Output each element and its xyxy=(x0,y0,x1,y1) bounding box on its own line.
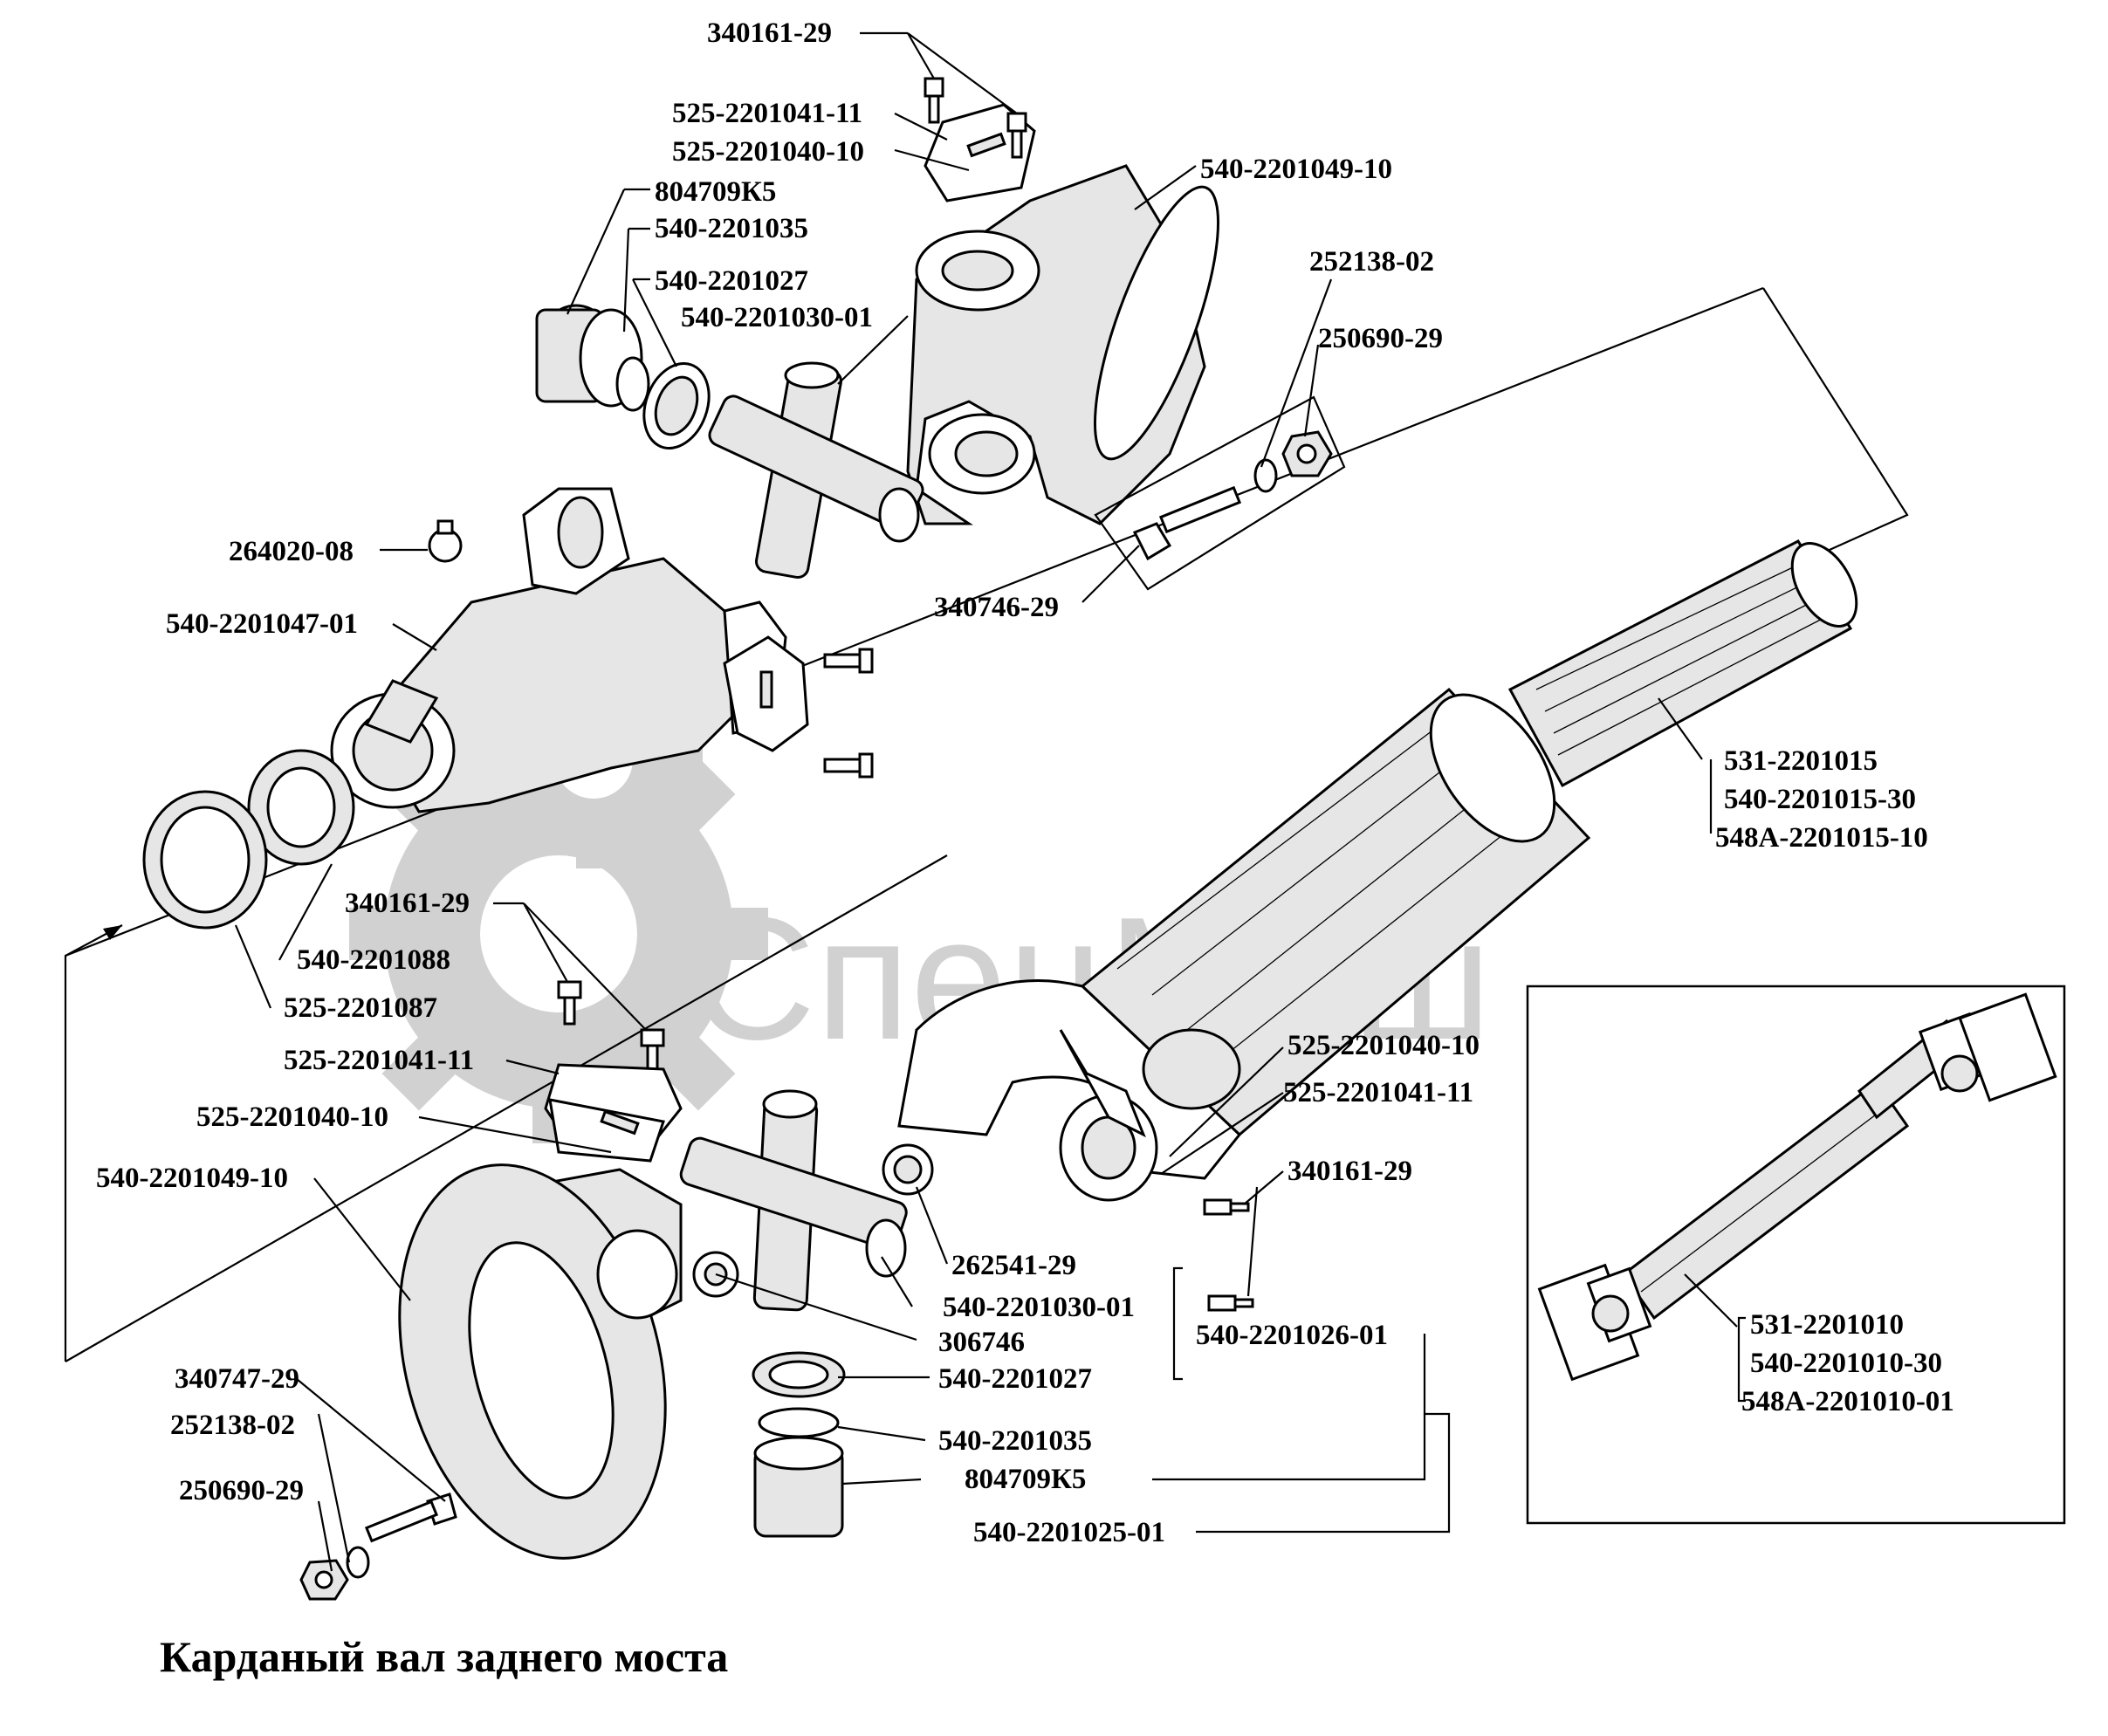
washer-icon xyxy=(1253,458,1278,493)
label-340747-29: 340747-29 xyxy=(175,1363,299,1395)
lower-fasteners xyxy=(299,1492,457,1601)
label-525-2201040-10-top: 525-2201040-10 xyxy=(672,136,864,168)
label-525-2201087: 525-2201087 xyxy=(284,992,437,1024)
labels-upper: 340161-29 525-2201041-11 525-2201040-10 … xyxy=(166,17,1443,640)
slip-yoke-cap xyxy=(723,635,874,779)
label-525-2201040-10-right: 525-2201040-10 xyxy=(1287,1030,1480,1061)
label-548A-2201015-10: 548А-2201015-10 xyxy=(1715,822,1928,854)
label-525-2201041-11-right: 525-2201041-11 xyxy=(1283,1077,1473,1108)
label-262541-29: 262541-29 xyxy=(951,1250,1076,1281)
label-250690-29-top: 250690-29 xyxy=(1318,323,1443,354)
label-340746-29: 340746-29 xyxy=(934,592,1059,623)
shaft-yoke xyxy=(897,979,1242,1202)
label-250690-29-lower: 250690-29 xyxy=(179,1475,304,1506)
label-804709K5-lower: 804709К5 xyxy=(965,1464,1086,1495)
label-540-2201015-30: 540-2201015-30 xyxy=(1724,784,1916,815)
bolt-icon xyxy=(1006,112,1027,159)
label-540-2201027-top: 540-2201027 xyxy=(655,265,808,297)
grease-fitting-icon xyxy=(428,519,463,563)
label-540-2201049-10-lower: 540-2201049-10 xyxy=(96,1163,288,1194)
label-540-2201088: 540-2201088 xyxy=(297,944,450,976)
bolt-icon xyxy=(1207,1294,1254,1312)
label-540-2201027-lower: 540-2201027 xyxy=(938,1363,1092,1395)
bolt-icon xyxy=(924,77,944,124)
label-306746: 306746 xyxy=(938,1327,1025,1358)
lower-bearing-stack xyxy=(752,1351,846,1538)
label-252138-02-top: 252138-02 xyxy=(1309,246,1434,278)
washer-icon xyxy=(346,1546,370,1579)
label-540-2201049-10-top: 540-2201049-10 xyxy=(1200,154,1392,185)
bolt-icon xyxy=(557,980,582,1026)
nut-icon xyxy=(1281,430,1333,477)
label-548A-2201010-01: 548А-2201010-01 xyxy=(1741,1386,1954,1417)
label-804709K5-top: 804709К5 xyxy=(655,176,776,208)
slip-yoke xyxy=(330,487,787,813)
upper-bearing-group xyxy=(535,304,711,449)
label-525-2201040-10-lower: 525-2201040-10 xyxy=(196,1101,388,1133)
labels-inset: 531-2201010 540-2201010-30 548А-2201010-… xyxy=(1737,1309,1954,1417)
nut-icon xyxy=(299,1559,349,1601)
label-252138-02-lower: 252138-02 xyxy=(170,1410,295,1441)
label-525-2201041-11-top: 525-2201041-11 xyxy=(672,98,862,129)
seal-rings xyxy=(142,749,355,930)
label-540-2201026-01: 540-2201026-01 xyxy=(1196,1320,1388,1351)
label-540-2201035-top: 540-2201035 xyxy=(655,213,808,244)
lower-flange-yoke xyxy=(398,1063,683,1560)
diagram-title: Карданый вал заднего моста xyxy=(160,1632,728,1681)
labels-shaft: 531-2201015 540-2201015-30 548А-2201015-… xyxy=(1715,745,1928,854)
label-531-2201015: 531-2201015 xyxy=(1724,745,1878,777)
bolt-icon xyxy=(823,752,874,779)
label-340161-29-mid: 340161-29 xyxy=(345,888,470,919)
inset-yoke-top xyxy=(1918,992,2057,1102)
label-525-2201041-11-mid: 525-2201041-11 xyxy=(284,1045,474,1076)
bolt-icon xyxy=(1203,1198,1250,1216)
label-540-2201010-30: 540-2201010-30 xyxy=(1750,1348,1942,1379)
inset-assembly xyxy=(1526,985,2066,1525)
label-540-2201030-01-top: 540-2201030-01 xyxy=(681,302,873,333)
label-531-2201010: 531-2201010 xyxy=(1750,1309,1904,1341)
lower-spider xyxy=(679,1089,908,1312)
assembly-frame-lines xyxy=(64,286,1909,1362)
bolt-icon xyxy=(823,648,874,674)
bolt-icon xyxy=(1132,485,1242,561)
label-540-2201035-lower: 540-2201035 xyxy=(938,1425,1092,1457)
label-540-2201047-01: 540-2201047-01 xyxy=(166,608,358,640)
label-540-2201025-01: 540-2201025-01 xyxy=(973,1517,1165,1548)
bolt-icon xyxy=(364,1492,457,1543)
labels-middle: 340161-29 540-2201088 525-2201087 525-22… xyxy=(284,888,474,1076)
labels-lower: 525-2201040-10 540-2201049-10 340747-29 … xyxy=(96,1030,1480,1548)
upper-spider xyxy=(708,361,924,579)
upper-fastener-box xyxy=(1094,395,1346,591)
label-264020-08: 264020-08 xyxy=(229,536,354,567)
label-340161-29-right: 340161-29 xyxy=(1287,1156,1412,1187)
inset-yoke-bottom xyxy=(1537,1263,1652,1382)
label-340161-29-top: 340161-29 xyxy=(707,17,832,49)
label-540-2201030-01-lower: 540-2201030-01 xyxy=(943,1292,1135,1323)
splined-shaft xyxy=(1507,539,1858,788)
leader-lines xyxy=(234,31,1738,1572)
